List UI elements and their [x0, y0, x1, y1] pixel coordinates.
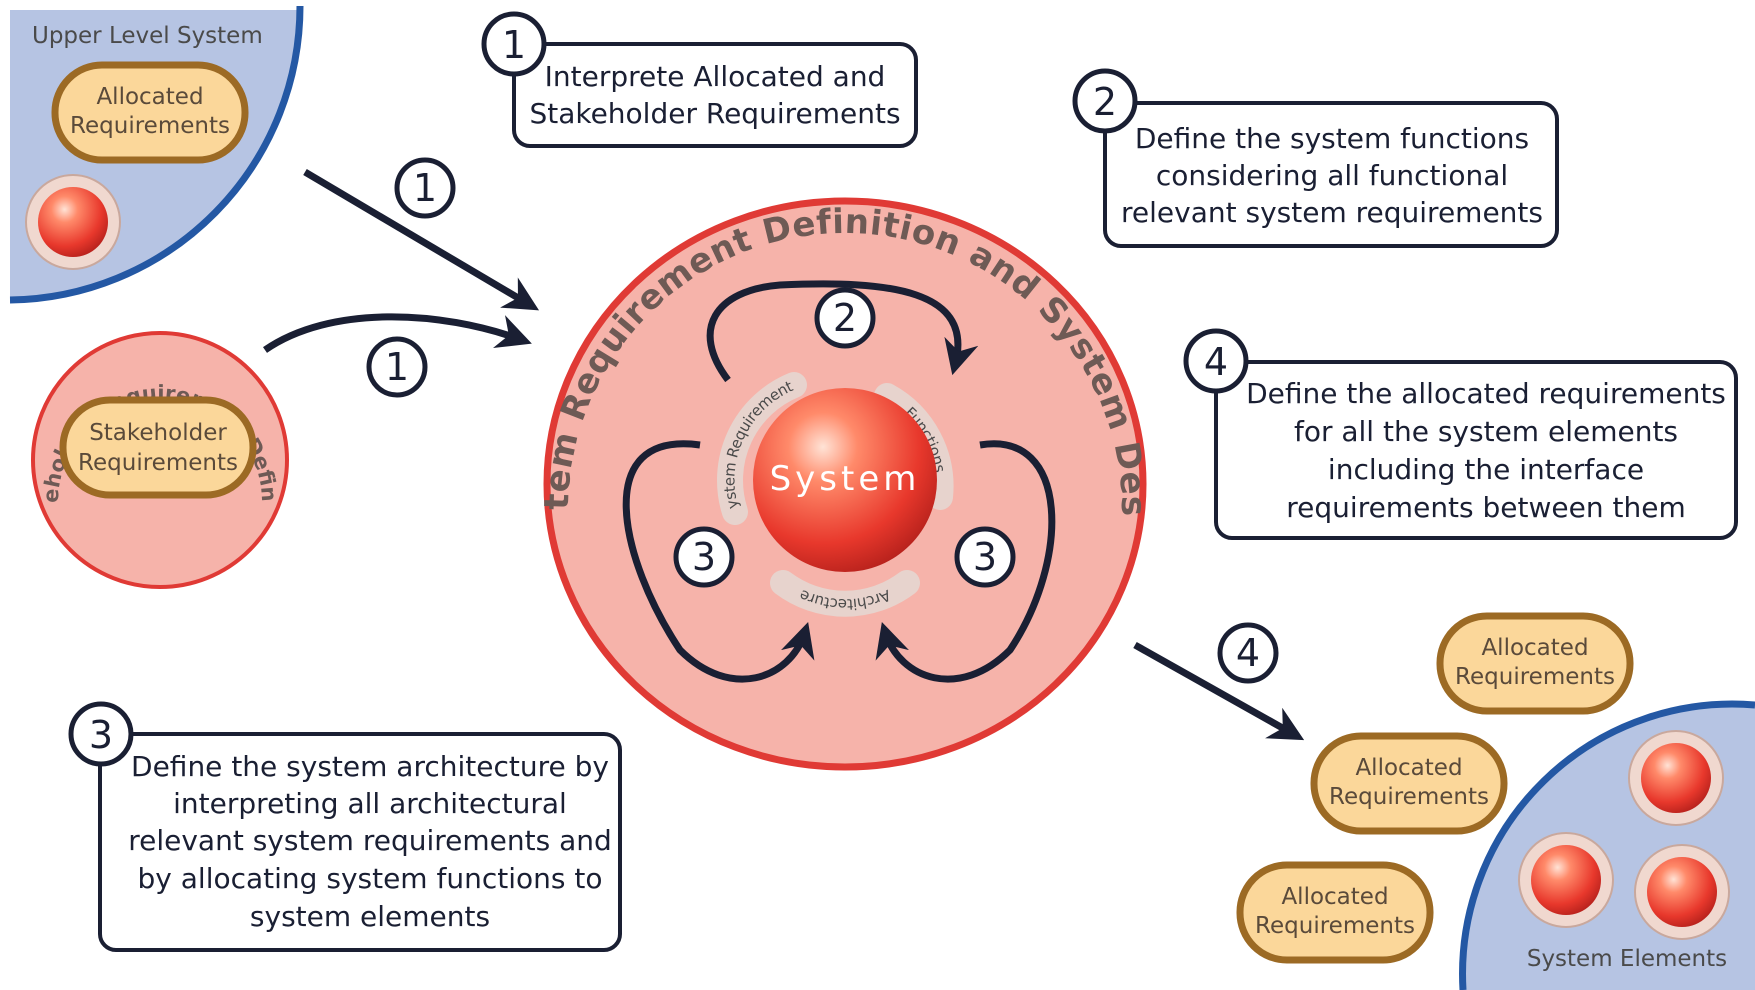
- upper-level-system: Upper Level System Allocated Requirement…: [9, 5, 304, 304]
- upper-allocated-line1: Allocated: [96, 84, 203, 110]
- stakeholder-req-line2: Requirements: [78, 450, 238, 476]
- svg-text:3: 3: [692, 535, 716, 579]
- callout-1-badge: 1: [481, 11, 547, 77]
- architecture-left-cycle-arrow: [622, 440, 815, 683]
- element-sphere-icon: [1518, 832, 1614, 928]
- callout-3-line2: interpreting all architectural: [173, 787, 567, 820]
- callout-2-line1: Define the system functions: [1135, 122, 1529, 155]
- callout-1-box: [512, 42, 918, 148]
- callout-2-line3: relevant system requirements: [1121, 196, 1543, 229]
- callout-3-line5: system elements: [250, 900, 490, 933]
- system-elements-title: System Elements: [1527, 946, 1727, 972]
- segment-requirements-band: [717, 372, 807, 525]
- stakeholder-req-line1: Stakeholder: [89, 420, 227, 446]
- callout-4-line2: for all the system elements: [1294, 415, 1678, 448]
- step4-arrow-group: 4: [1133, 622, 1305, 741]
- callout-2: Define the system functions considering …: [1072, 68, 1559, 248]
- svg-text:3: 3: [89, 713, 113, 757]
- step1-arrows: 1 1: [263, 157, 540, 398]
- segment-ring: [717, 372, 954, 617]
- svg-text:Allocated: Allocated: [1281, 884, 1388, 910]
- segment-architecture-band: [770, 570, 920, 617]
- svg-text:4: 4: [1204, 340, 1228, 384]
- allocated-pill: Allocated Requirements: [1236, 861, 1434, 964]
- functions-cycle-arrow: [706, 280, 979, 383]
- step1-arrow-upper: [303, 168, 540, 311]
- callout-1-line2: Stakeholder Requirements: [529, 97, 900, 130]
- step2-badge: 2: [814, 287, 876, 349]
- callout-4-badge: 4: [1183, 328, 1249, 394]
- stakeholder-req-pill: [59, 396, 257, 499]
- step3-left-badge: 3: [673, 526, 735, 588]
- callout-4-line1: Define the allocated requirements: [1246, 377, 1726, 410]
- callout-3-line4: by allocating system functions to: [138, 862, 603, 895]
- svg-text:2: 2: [833, 296, 857, 340]
- svg-text:Requirements: Requirements: [1455, 664, 1615, 690]
- element-sphere-icon: [1634, 844, 1730, 940]
- step1-badge-b: 1: [366, 336, 428, 398]
- callout-3-badge: 3: [68, 701, 134, 767]
- allocated-pills: Allocated Requirements Allocated Require…: [1236, 612, 1634, 964]
- svg-text:Requirements: Requirements: [1329, 784, 1489, 810]
- callout-2-box: [1103, 101, 1559, 248]
- upper-level-title: Upper Level System: [32, 23, 263, 49]
- callout-4-line3: including the interface: [1328, 453, 1644, 486]
- step1-arrow-stakeholder: [263, 313, 532, 353]
- upper-level-region-edge: [9, 5, 304, 304]
- svg-text:3: 3: [973, 535, 997, 579]
- callout-1: Interprete Allocated and Stakeholder Req…: [481, 11, 918, 148]
- segment-functions-band: [874, 383, 954, 510]
- callout-2-badge: 2: [1072, 68, 1138, 134]
- upper-allocated-line2: Requirements: [70, 113, 230, 139]
- step4-arrow: [1133, 641, 1305, 741]
- callout-3: Define the system architecture by interp…: [68, 701, 622, 952]
- svg-text:4: 4: [1236, 631, 1260, 675]
- step1-badge-a: 1: [394, 157, 456, 219]
- system-elements-region-edge: [1459, 700, 1755, 990]
- allocated-pill: Allocated Requirements: [1436, 612, 1634, 715]
- system-sphere-icon: [753, 388, 937, 572]
- callout-4-box: [1214, 360, 1738, 540]
- architecture-right-cycle-arrow: [875, 440, 1056, 683]
- upper-system-sphere-icon: [25, 174, 121, 270]
- svg-text:1: 1: [413, 166, 437, 210]
- callout-4-line4: requirements between them: [1286, 491, 1685, 524]
- svg-text:Allocated: Allocated: [1481, 635, 1588, 661]
- callout-3-line3: relevant system requirements and: [128, 824, 612, 857]
- callout-2-line2: considering all functional: [1156, 159, 1508, 192]
- svg-text:1: 1: [502, 23, 526, 67]
- element-sphere-icon: [1628, 730, 1724, 826]
- allocated-pill: Allocated Requirements: [1310, 732, 1508, 835]
- upper-allocated-pill: [51, 61, 249, 164]
- svg-text:1: 1: [385, 345, 409, 389]
- system-label: System: [770, 459, 921, 499]
- callout-3-box: [98, 732, 622, 952]
- svg-text:Allocated: Allocated: [1355, 755, 1462, 781]
- callout-3-line1: Define the system architecture by: [131, 750, 609, 783]
- step4-arrow-badge: 4: [1217, 622, 1279, 684]
- callout-4: Define the allocated requirements for al…: [1183, 328, 1738, 540]
- step3-right-badge: 3: [954, 526, 1016, 588]
- callout-1-line1: Interprete Allocated and: [545, 60, 886, 93]
- svg-text:2: 2: [1093, 80, 1117, 124]
- system-elements: System Elements: [1459, 700, 1755, 990]
- svg-text:Requirements: Requirements: [1255, 913, 1415, 939]
